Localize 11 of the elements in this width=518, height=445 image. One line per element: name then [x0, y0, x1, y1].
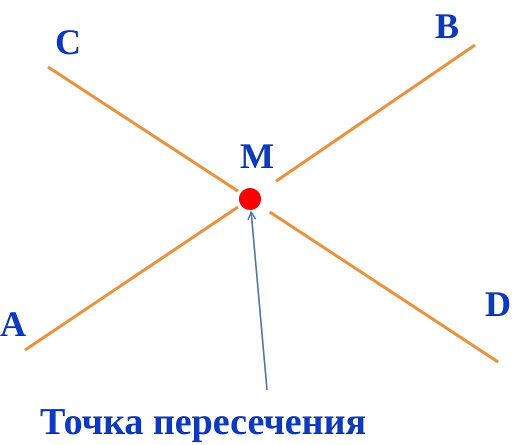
point-label: B: [435, 8, 460, 44]
arrow: [247, 211, 268, 390]
straight-line: [24, 206, 239, 352]
point-label: C: [55, 24, 81, 60]
straight-line: [268, 210, 499, 364]
straight-line: [275, 44, 476, 182]
point-label: D: [485, 286, 511, 322]
point-label: M: [240, 138, 274, 174]
caption-text: Точка пересечения: [40, 403, 366, 441]
straight-line: [47, 66, 239, 192]
point-label: A: [0, 306, 26, 342]
